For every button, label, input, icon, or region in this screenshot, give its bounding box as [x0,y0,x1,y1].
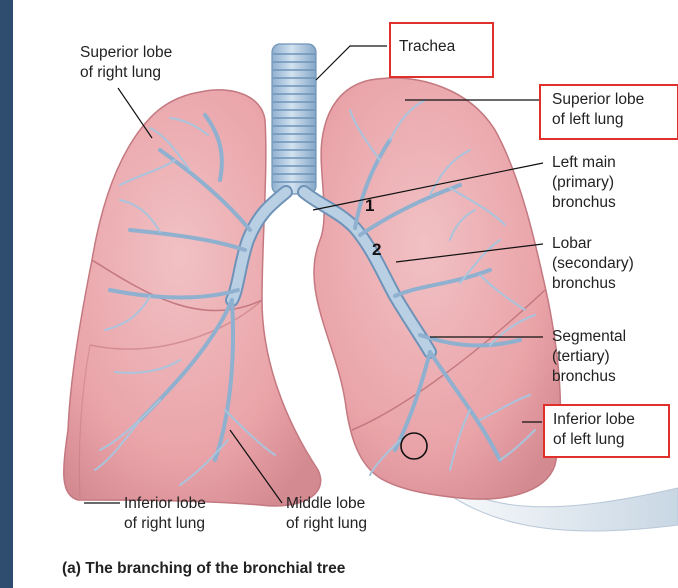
leader-lines [84,45,544,504]
label-line: Middle lobe [286,495,366,512]
label-line: of right lung [124,515,205,532]
bronchial-tree [94,99,536,486]
label-trachea: Trachea [399,38,456,55]
label-line: of left lung [553,431,625,448]
label-line: Inferior lobe [553,411,635,428]
label-line: bronchus [552,368,616,385]
label-line: Inferior lobe [124,495,206,512]
label-line: Segmental [552,328,627,345]
trachea-tube [271,43,317,195]
leader-trachea [315,45,387,81]
label-line: bronchus [552,194,616,211]
label-line: of right lung [80,64,161,81]
leader-lobar [395,243,544,263]
label-superior-lobe-left-lung: Superior lobe of left lung [552,90,644,130]
label-left-main-bronchus: Left main (primary) bronchus [552,153,616,213]
figure-caption: (a) The branching of the bronchial tree [62,560,346,577]
label-line: (primary) [552,174,614,191]
leader-middle-right [229,429,283,504]
label-line: Superior lobe [80,44,173,61]
magnifier-circle [400,432,428,460]
leader-left-main [312,162,544,211]
label-inferior-lobe-right-lung: Inferior lobe of right lung [124,494,206,534]
label-line: (tertiary) [552,348,610,365]
label-line: (secondary) [552,255,634,272]
label-line: of right lung [286,515,367,532]
label-segmental-bronchus: Segmental (tertiary) bronchus [552,327,626,387]
label-line: Left main [552,154,616,171]
right-inferior-fissure [78,344,91,499]
right-horizontal-fissure [91,259,263,312]
left-lung [313,77,562,500]
label-lobar-bronchus: Lobar (secondary) bronchus [552,234,634,294]
label-superior-lobe-right-lung: Superior lobe of right lung [80,43,172,83]
highlight-box-trachea [389,22,494,78]
marker-number-1: 1 [365,196,375,215]
trachea-rings [273,53,315,183]
marker-number-2: 2 [372,240,382,259]
left-oblique-fissure [351,289,546,431]
left-edge-bar [0,0,13,588]
highlight-box-superior-left [539,84,678,140]
highlight-box-inferior-left [543,404,670,458]
label-line: of left lung [552,111,624,128]
label-line: Superior lobe [552,91,645,108]
right-oblique-fissure [89,299,263,350]
leader-superior-right [117,87,153,139]
label-inferior-lobe-left-lung: Inferior lobe of left lung [553,410,635,450]
label-middle-lobe-right-lung: Middle lobe of right lung [286,494,367,534]
label-line: Lobar [552,235,592,252]
label-line: bronchus [552,275,616,292]
